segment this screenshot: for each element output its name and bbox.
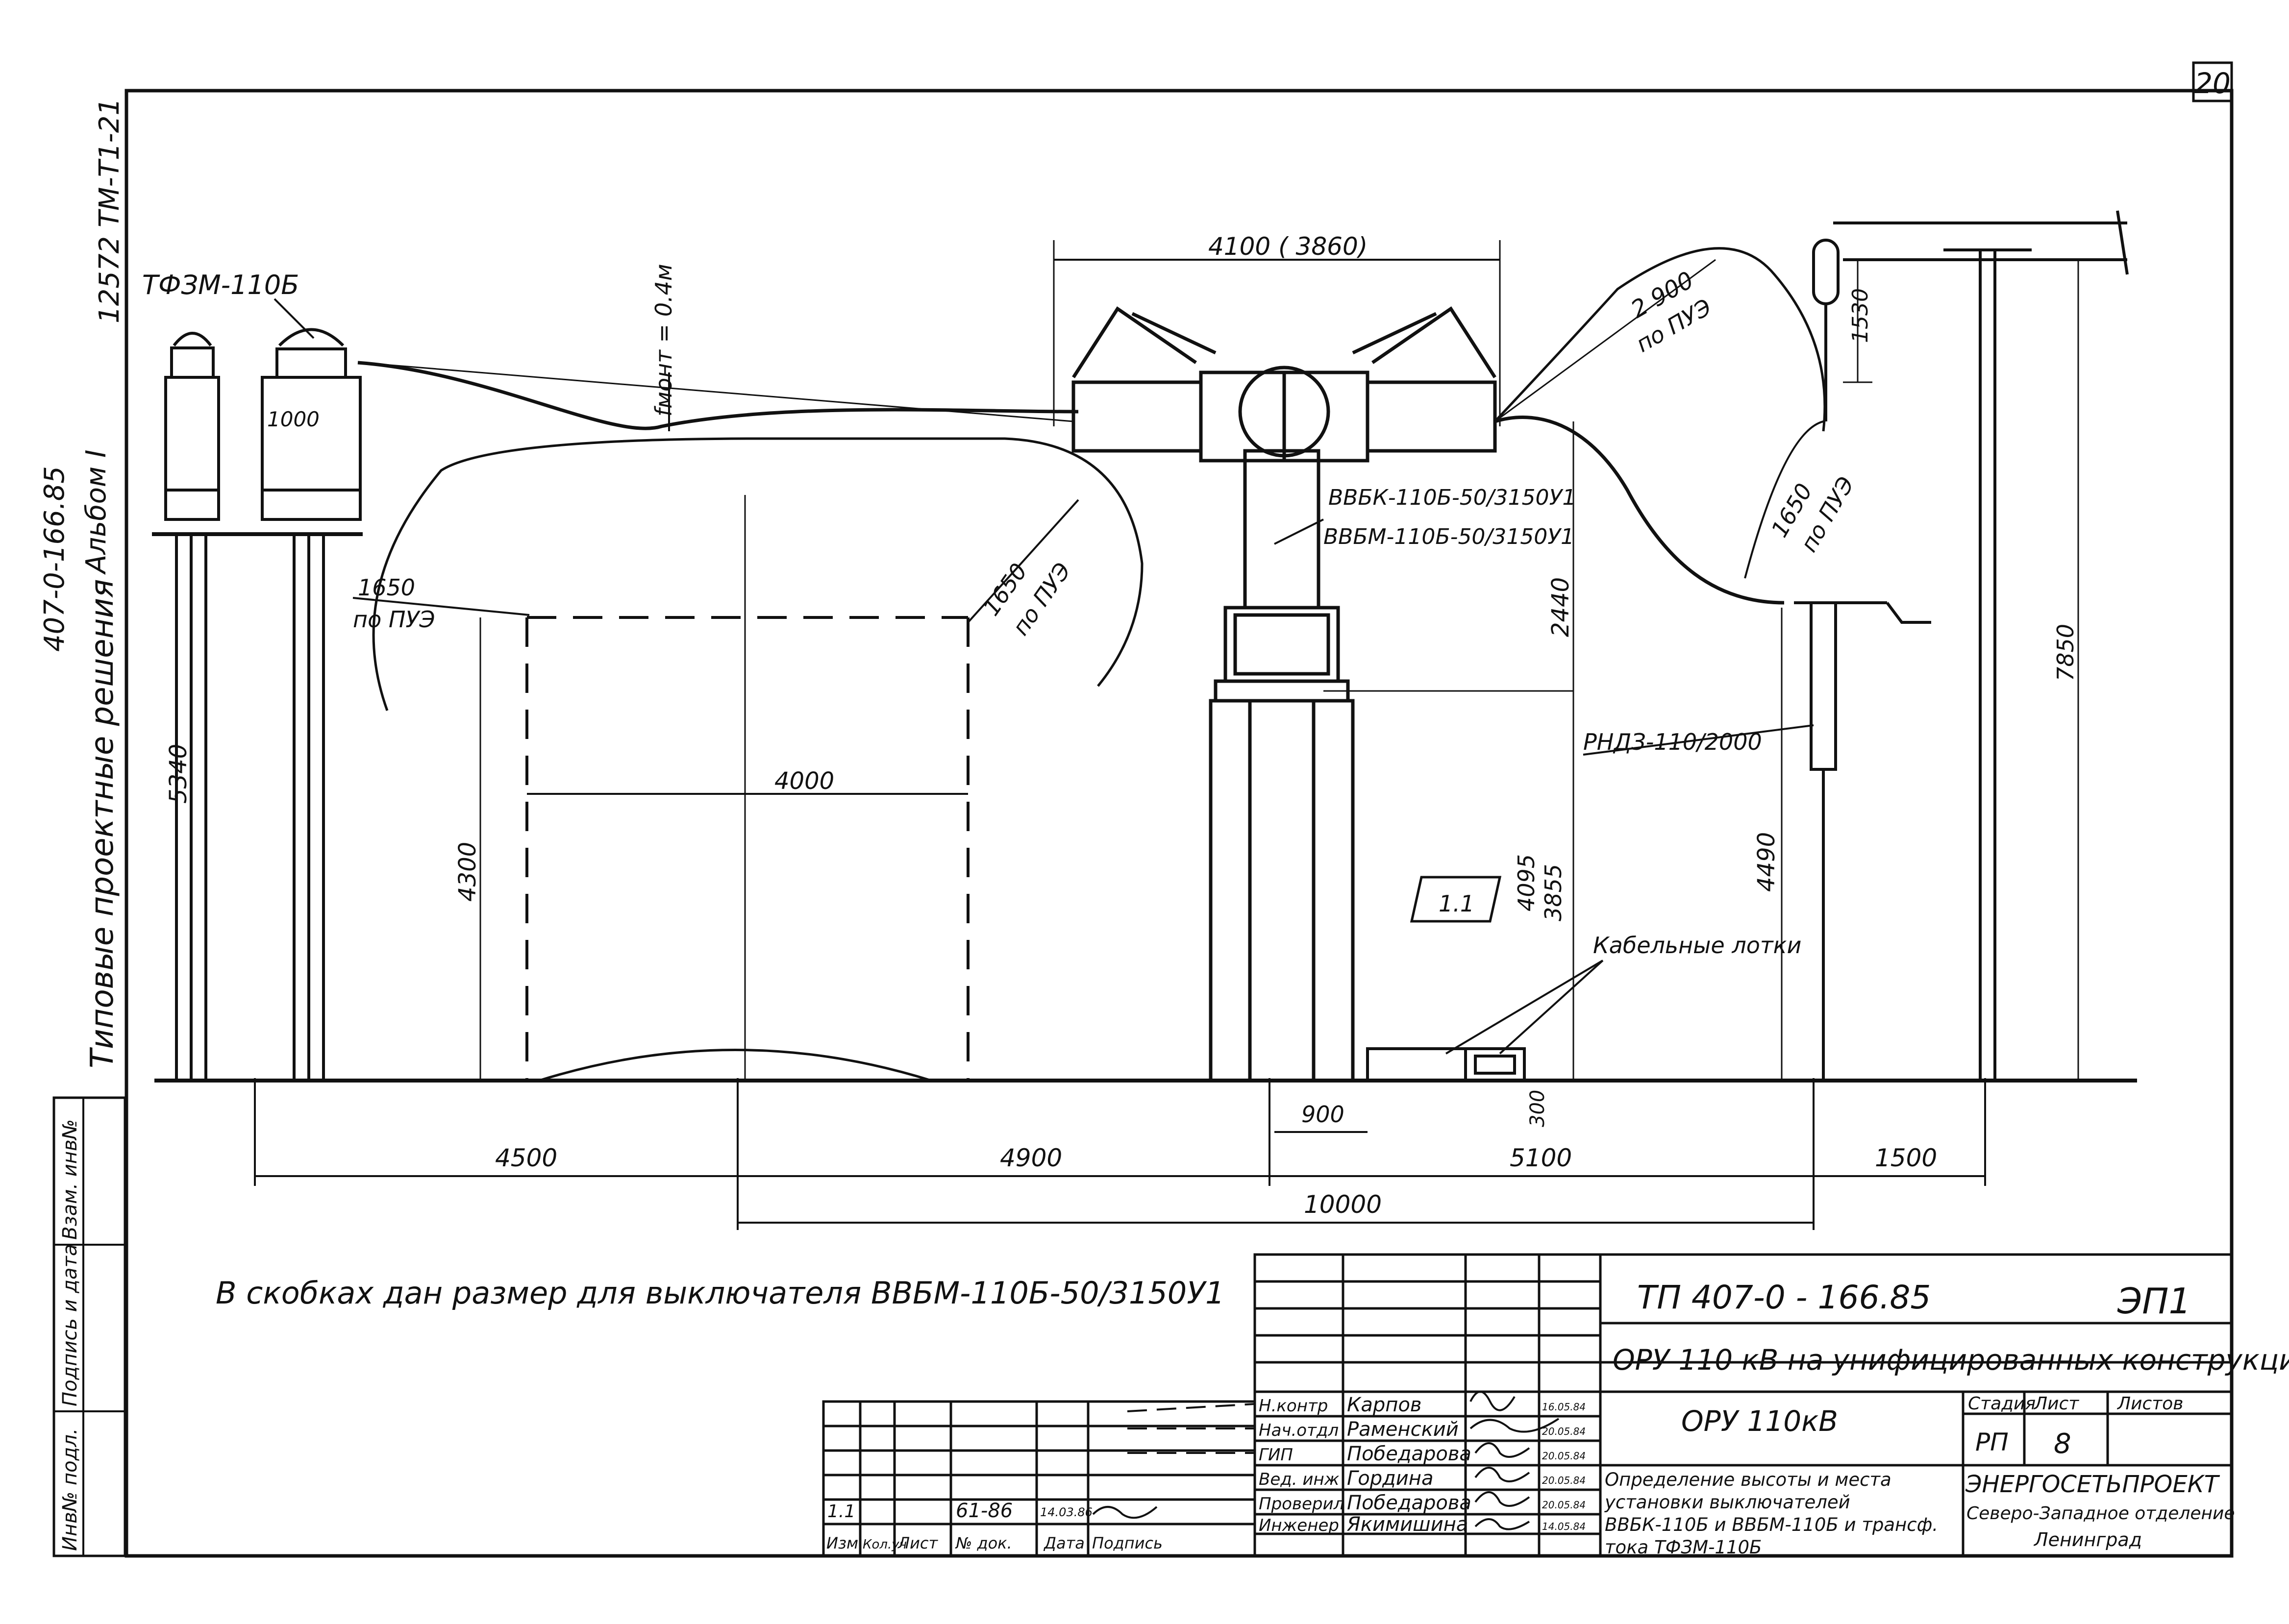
date-5: 20.05.84 <box>1542 1499 1586 1511</box>
conductor-left <box>357 361 1079 430</box>
signatures <box>1092 1391 1560 1530</box>
rev-h-nuch: Кол.уч <box>863 1537 907 1552</box>
sheet-number-box <box>2192 61 2233 102</box>
sag-label: fмонт = 0.4м <box>650 264 677 417</box>
dim-4300: 4300 <box>454 842 481 902</box>
strip-inv-orig: Инв№ подл. <box>59 1428 81 1551</box>
doc-code: ТП 407-0 - 166.85 <box>1637 1279 1931 1316</box>
dim-1650-left: 1650 <box>358 574 415 601</box>
date-4: 20.05.84 <box>1542 1475 1586 1486</box>
album-number: Альбом I <box>80 450 112 575</box>
rev-h-sign: Подпись <box>1092 1534 1163 1552</box>
role-1: Н.контр <box>1259 1396 1328 1416</box>
clearance-arc-right <box>1494 247 1826 432</box>
cable-trays-label: Кабельные лотки <box>1593 932 1801 959</box>
pue-right: по ПУЭ <box>1795 472 1860 556</box>
dim-900: 900 <box>1301 1101 1344 1128</box>
rev-h-date: Дата <box>1043 1534 1085 1552</box>
dim-1000: 1000 <box>267 407 320 431</box>
drawing-subtitle: ОРУ 110кВ <box>1681 1404 1838 1438</box>
circuit-breaker <box>1071 306 1497 1083</box>
dim-4095: 4095 <box>1513 854 1540 911</box>
sheet-header: Лист <box>2033 1394 2079 1414</box>
dim-4100: 4100 ( 3860) <box>1208 232 1368 261</box>
strip-sign-date: Подпись и дата <box>59 1244 81 1406</box>
portal-structure <box>1833 210 2129 1081</box>
transport-envelope <box>525 616 970 1082</box>
dim-300: 300 <box>1526 1090 1549 1127</box>
sheet-number: 20 <box>2194 67 2231 100</box>
transformer-label: ТФЗМ-110Б <box>142 270 299 300</box>
sheet-description: Определение высоты и места установки вык… <box>1605 1469 1938 1556</box>
mark-box <box>1410 876 1502 923</box>
dim-3855: 3855 <box>1540 864 1567 921</box>
date-6: 14.05.84 <box>1542 1521 1586 1532</box>
dim-4500: 4500 <box>495 1144 557 1172</box>
current-transformer <box>152 328 363 1081</box>
name-6: Якимишина <box>1346 1513 1468 1536</box>
dim-7850: 7850 <box>2052 624 2079 681</box>
album-project: 407-0-166.85 <box>39 466 71 652</box>
name-2: Раменский <box>1347 1418 1459 1441</box>
dim-2440: 2440 <box>1547 577 1574 637</box>
dim-4900: 4900 <box>1000 1144 1062 1172</box>
name-5: Победарова <box>1347 1492 1471 1514</box>
dimension-chains <box>254 1078 1986 1230</box>
org-line-2: Северо-Западное отделение <box>1966 1503 2235 1524</box>
rev-h-list: Лист <box>897 1534 938 1552</box>
sheet-description-box: Определение высоты и места установки вык… <box>1605 1469 1938 1556</box>
cable-trays <box>1366 1047 1526 1082</box>
disconnector <box>1794 239 1931 1081</box>
sheet-value: 8 <box>2054 1428 2071 1460</box>
dim-5340: 5340 <box>165 744 192 804</box>
album-series: Типовые проектные решения <box>84 579 121 1068</box>
role-3: ГИП <box>1259 1445 1293 1465</box>
clearance-envelope <box>372 437 1144 711</box>
title-block <box>822 1253 2233 1557</box>
strip-replace-inv: Взам. инв№ <box>59 1119 81 1240</box>
dim-1500: 1500 <box>1875 1144 1937 1172</box>
mark-label: 1.1 <box>1439 890 1474 917</box>
role-6: Инженер <box>1259 1516 1339 1535</box>
rev-izm: 1.1 <box>827 1501 855 1522</box>
breaker-label-1: ВВБК-110Б-50/3150У1 <box>1328 485 1576 510</box>
role-4: Вед. инж <box>1259 1470 1340 1489</box>
dim-1530: 1530 <box>1848 288 1873 343</box>
pue-left: по ПУЭ <box>353 606 435 633</box>
drawing-note: В скобках дан размер для выключателя ВВБ… <box>216 1275 1224 1311</box>
role-2: Нач.отдл <box>1259 1421 1339 1440</box>
rev-h-doc: № док. <box>955 1534 1012 1552</box>
dim-5100: 5100 <box>1510 1144 1572 1172</box>
breaker-label-2: ВВБМ-110Б-50/3150У1 <box>1323 524 1574 549</box>
drawing-title: ОРУ 110 кВ на унифицированных конструкци… <box>1613 1343 2289 1377</box>
date-1: 16.05.84 <box>1542 1401 1586 1413</box>
role-5: Проверил <box>1259 1494 1344 1514</box>
stage-value: РП <box>1975 1428 2009 1456</box>
dim-10000: 10000 <box>1304 1190 1382 1219</box>
sheets-header: Листов <box>2116 1394 2183 1414</box>
date-2: 20.05.84 <box>1542 1426 1586 1437</box>
left-stamp-strip: Инв№ подл. Подпись и дата Взам. инв№ <box>52 1096 126 1557</box>
sheet-code: ЭП1 <box>2117 1280 2191 1322</box>
rev-date: 14.03.86 <box>1040 1505 1093 1519</box>
stage-header: Стадия <box>1968 1394 2036 1414</box>
date-3: 20.05.84 <box>1542 1450 1586 1462</box>
name-1: Карпов <box>1347 1394 1422 1416</box>
dim-4000: 4000 <box>774 767 834 795</box>
album-code: 12572 ТМ-Т1-21 <box>94 98 125 323</box>
rev-doc: 61-86 <box>956 1500 1013 1522</box>
name-4: Гордина <box>1347 1467 1433 1490</box>
rev-h-izm: Изм <box>826 1534 858 1552</box>
drawing-frame <box>124 89 2234 1558</box>
conductor-right <box>1494 416 1785 605</box>
dim-4490: 4490 <box>1753 832 1780 892</box>
org-line-1: ЭНЕРГОСЕТЬПРОЕКТ <box>1965 1471 2220 1498</box>
name-3: Победарова <box>1347 1443 1471 1465</box>
org-line-3: Ленинград <box>2033 1529 2142 1550</box>
